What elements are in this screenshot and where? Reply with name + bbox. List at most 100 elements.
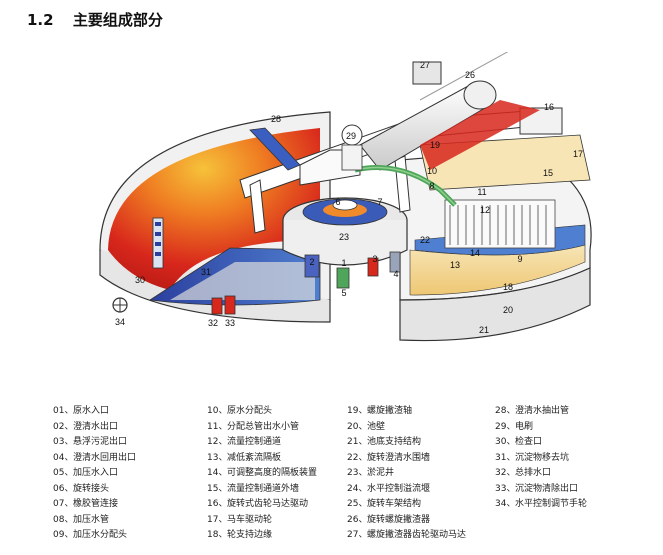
legend-item: 04、澄清水回用出口 <box>53 451 136 467</box>
legend-item: 21、池底支持结构 <box>347 435 466 451</box>
callout-4: 4 <box>393 269 398 279</box>
legend-number: 13、 <box>207 452 228 463</box>
callout-26: 26 <box>465 70 475 80</box>
legend-text: 旋转式齿轮马达驱动 <box>227 499 309 509</box>
callout-16: 16 <box>544 102 554 112</box>
legend-text: 原水分配头 <box>227 406 273 416</box>
legend-text: 减低紊流隔板 <box>227 452 282 463</box>
legend-item: 15、流量控制通道外墙 <box>207 482 317 498</box>
legend-text: 马车驱动轮 <box>227 514 273 525</box>
legend-item: 23、淤泥井 <box>347 466 466 482</box>
callout-15: 15 <box>543 168 553 178</box>
legend-text: 水平控制调节手轮 <box>515 499 588 509</box>
legend-number: 24、 <box>347 483 368 494</box>
legend-item: 02、澄清水出口 <box>53 420 136 436</box>
callout-19: 19 <box>430 140 440 150</box>
legend-number: 17、 <box>207 514 228 525</box>
section-number: 1.2 <box>27 11 54 29</box>
legend-item: 13、减低紊流隔板 <box>207 451 317 467</box>
callout-9: 9 <box>517 254 522 264</box>
legend-item: 30、检查口 <box>495 435 587 451</box>
legend-item: 31、沉淀物移去坑 <box>495 451 587 467</box>
callout-32: 32 <box>208 318 218 328</box>
callout-29: 29 <box>346 131 356 141</box>
callout-17: 17 <box>573 149 583 159</box>
legend-item: 05、加压水入口 <box>53 466 136 482</box>
legend-number: 10、 <box>207 406 228 416</box>
legend-item: 24、水平控制溢流堰 <box>347 482 466 498</box>
legend-number: 18、 <box>207 530 228 540</box>
legend-text: 澄清水抽出管 <box>515 406 570 416</box>
legend-number: 15、 <box>207 483 228 494</box>
legend-text: 橡胶管连接 <box>73 499 119 509</box>
legend-number: 11、 <box>207 421 228 432</box>
legend-text: 加压水管 <box>73 514 110 525</box>
legend-number: 08、 <box>53 514 74 525</box>
legend-item: 09、加压水分配头 <box>53 528 136 544</box>
legend-text: 流量控制通道 <box>227 437 282 447</box>
legend-number: 21、 <box>347 437 368 447</box>
callout-33: 33 <box>225 318 235 328</box>
legend-number: 22、 <box>347 452 368 463</box>
callout-30: 30 <box>135 275 145 285</box>
legend-text: 螺旋撇渣器齿轮驱动马达 <box>367 530 467 540</box>
legend-item: 19、螺旋撇渣轴 <box>347 404 466 420</box>
legend-text: 可调整高度的隔板装置 <box>227 468 318 478</box>
legend-number: 31、 <box>495 452 516 463</box>
sludge-well <box>282 197 408 266</box>
legend-number: 32、 <box>495 468 516 478</box>
legend-text: 检查口 <box>515 437 543 447</box>
legend-number: 12、 <box>207 437 228 447</box>
legend-text: 池壁 <box>367 421 386 432</box>
legend-text: 螺旋撇渣轴 <box>367 406 413 416</box>
legend-number: 07、 <box>53 499 74 509</box>
legend-item: 03、悬浮污泥出口 <box>53 435 136 451</box>
callout-5: 5 <box>341 288 346 298</box>
legend-item: 07、橡胶管连接 <box>53 497 136 513</box>
callout-27: 27 <box>420 60 430 70</box>
legend-number: 26、 <box>347 514 368 525</box>
legend-item: 32、总排水口 <box>495 466 587 482</box>
legend-text: 旋转接头 <box>73 483 110 494</box>
legend-number: 04、 <box>53 452 74 463</box>
callout-1: 1 <box>341 258 346 268</box>
legend-number: 19、 <box>347 406 368 416</box>
skimmer-drum <box>359 52 540 171</box>
callout-20: 20 <box>503 305 513 315</box>
legend-number: 29、 <box>495 421 516 432</box>
legend-text: 流量控制通道外墙 <box>227 483 300 494</box>
legend-text: 澄清水回用出口 <box>73 452 137 463</box>
callout-21: 21 <box>479 325 489 335</box>
legend-item: 26、旋转螺旋撇渣器 <box>347 513 466 529</box>
tank-quadrant-right <box>399 134 592 342</box>
legend-text: 总排水口 <box>515 468 552 478</box>
legend-text: 悬浮污泥出口 <box>73 437 128 447</box>
legend-text: 沉淀物移去坑 <box>515 452 570 463</box>
clear-water-collector <box>249 124 363 171</box>
legend-item: 25、旋转车架结构 <box>347 497 466 513</box>
callout-14: 14 <box>470 248 480 258</box>
base-pipes <box>211 251 401 315</box>
callout-31: 31 <box>201 267 211 277</box>
legend-item: 12、流量控制通道 <box>207 435 317 451</box>
legend-number: 27、 <box>347 530 368 540</box>
legend-item: 22、旋转澄清水围墙 <box>347 451 466 467</box>
callout-18: 18 <box>503 282 513 292</box>
callout-3: 3 <box>372 254 377 264</box>
legend-text: 水平控制溢流堰 <box>367 483 431 494</box>
callout-22: 22 <box>420 235 430 245</box>
legend-text: 沉淀物清除出口 <box>515 483 579 494</box>
legend-item: 18、轮支持边缘 <box>207 528 317 544</box>
legend-item: 08、加压水管 <box>53 513 136 529</box>
callout-8: 8 <box>429 181 434 191</box>
legend-item: 20、池壁 <box>347 420 466 436</box>
legend-text: 池底支持结构 <box>367 437 422 447</box>
callout-7: 7 <box>377 197 382 207</box>
callout-28: 28 <box>271 114 281 124</box>
legend-text: 轮支持边缘 <box>227 530 273 540</box>
